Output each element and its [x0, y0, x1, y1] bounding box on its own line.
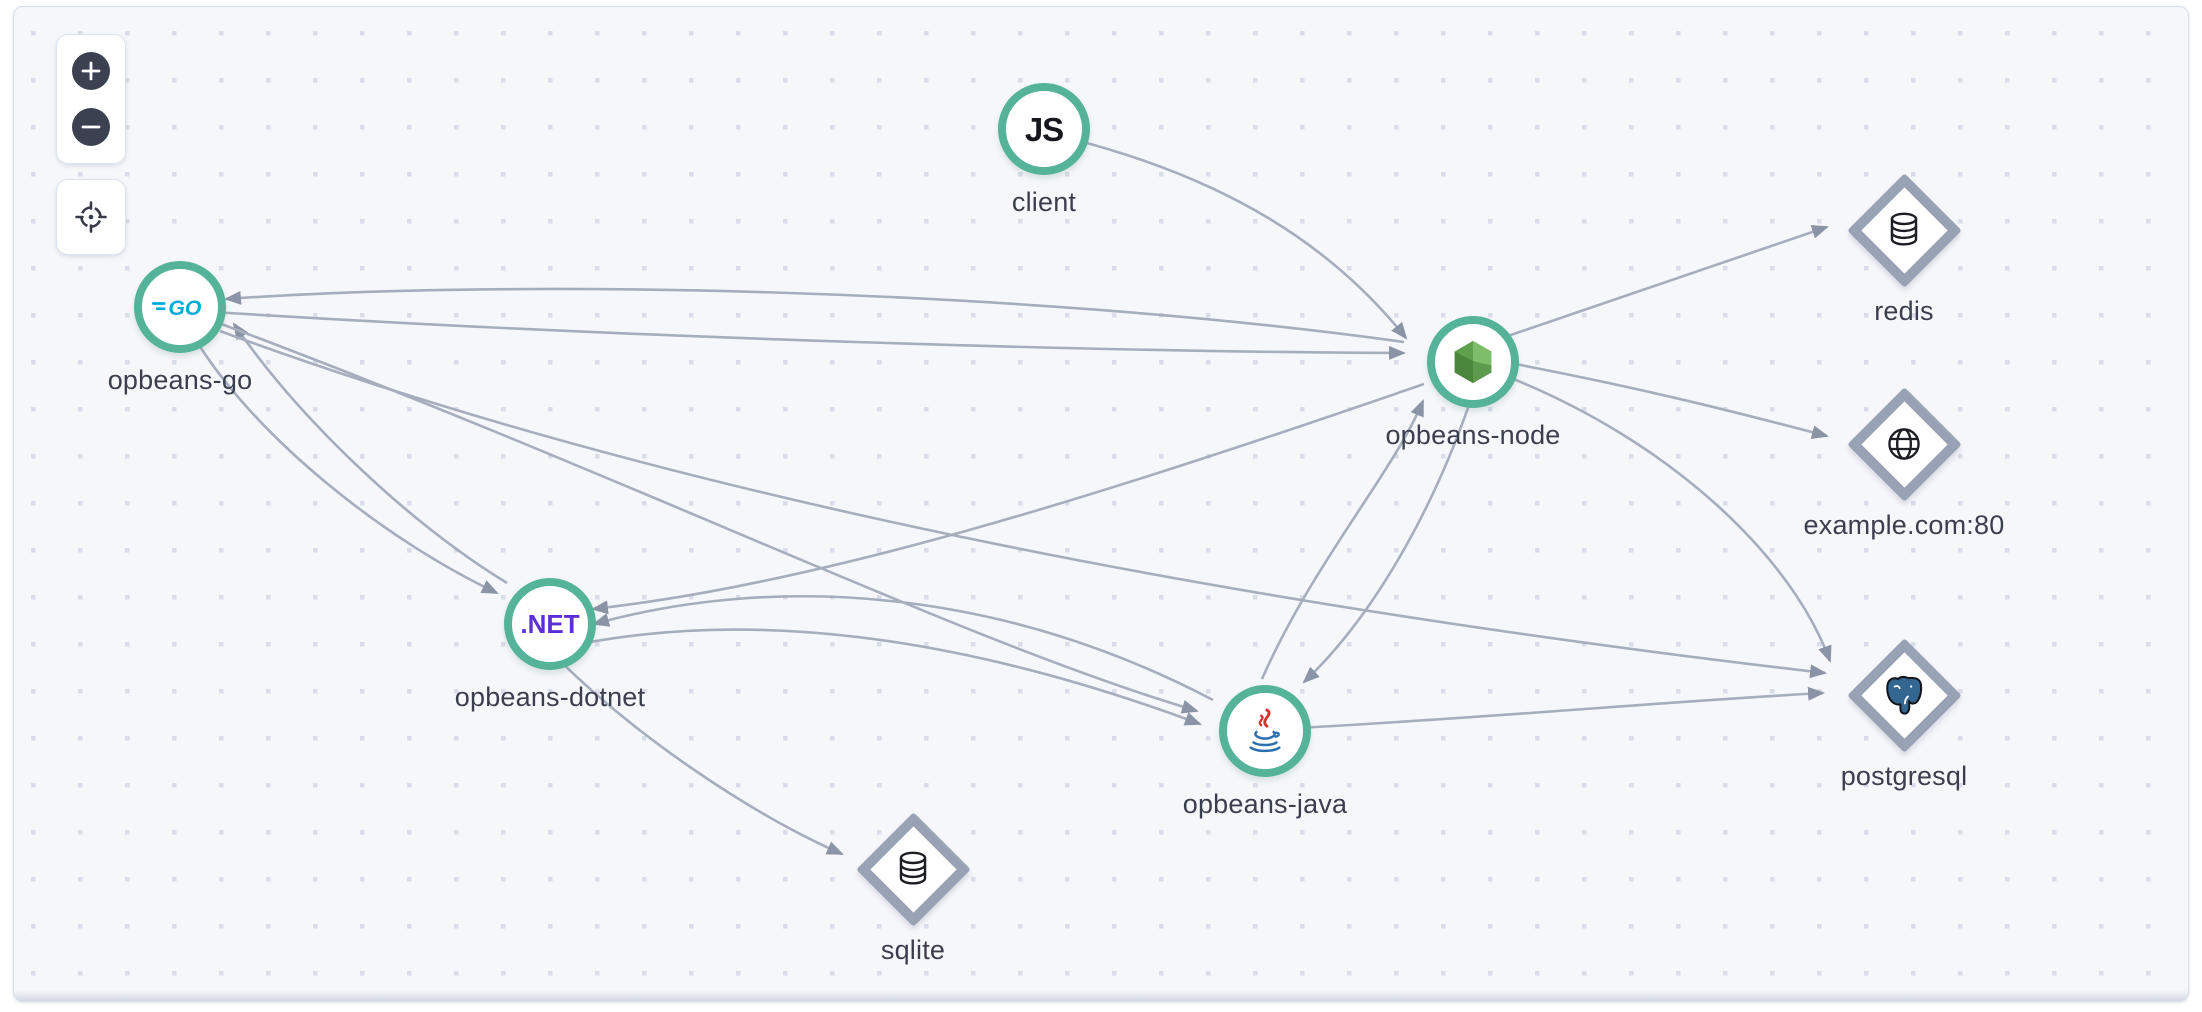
node-label-sqlite: sqlite — [880, 935, 946, 965]
node-opbeans-java[interactable] — [1219, 685, 1311, 777]
globe-icon — [1888, 428, 1920, 460]
edge-opbeans-node-to-example.com:80[interactable] — [1504, 360, 1829, 440]
node-postgresql[interactable] — [1846, 637, 1962, 753]
svg-text:GO: GO — [168, 296, 202, 320]
node-sqlite[interactable] — [855, 811, 971, 927]
node-opbeans-dotnet[interactable]: .NET — [504, 578, 596, 670]
zoom-control-panel — [56, 34, 126, 164]
database-icon — [1890, 212, 1918, 246]
edge-opbeans-java-to-opbeans-node[interactable] — [1260, 399, 1425, 680]
dotnet-icon: .NET — [520, 609, 580, 639]
plus-icon — [81, 61, 101, 81]
node-label-opbeans-dotnet: opbeans-dotnet — [454, 682, 646, 712]
edge-opbeans-dotnet-to-sqlite[interactable] — [556, 657, 844, 856]
edge-opbeans-go-to-postgresql[interactable] — [219, 329, 1827, 679]
java-icon — [1249, 708, 1281, 753]
edge-opbeans-dotnet-to-opbeans-go[interactable] — [232, 322, 508, 585]
zoom-out-button[interactable] — [72, 107, 110, 146]
node-label-opbeans-node: opbeans-node — [1385, 420, 1561, 450]
edge-opbeans-node-to-opbeans-java[interactable] — [1302, 401, 1472, 684]
go-icon: GO — [151, 296, 202, 320]
edge-opbeans-go-to-opbeans-node[interactable] — [212, 310, 1406, 360]
edge-opbeans-node-to-redis[interactable] — [1501, 225, 1829, 340]
service-map-canvas[interactable] — [14, 7, 2188, 1001]
edge-opbeans-node-to-opbeans-go[interactable] — [224, 287, 1405, 344]
service-circle: JS — [998, 83, 1090, 175]
node-client[interactable]: JS — [998, 83, 1090, 175]
database-icon — [899, 851, 927, 885]
edge-opbeans-java-to-opbeans-dotnet[interactable] — [592, 594, 1214, 702]
crosshair-icon — [75, 201, 107, 233]
node-label-postgresql: postgresql — [1840, 761, 1968, 791]
node-example.com:80[interactable] — [1846, 386, 1962, 502]
node-label-redis: redis — [1874, 296, 1934, 326]
js-icon: JS — [1024, 110, 1064, 148]
minus-icon — [81, 125, 101, 129]
edge-opbeans-node-to-opbeans-dotnet[interactable] — [591, 382, 1425, 615]
service-circle: .NET — [504, 578, 596, 670]
postgresql-icon — [1886, 675, 1923, 715]
dot-grid-background — [14, 7, 2188, 1001]
node-label-example.com:80: example.com:80 — [1803, 510, 2005, 540]
node-opbeans-go[interactable]: GO — [134, 261, 226, 353]
edge-opbeans-dotnet-to-opbeans-java[interactable] — [589, 628, 1202, 726]
center-map-button[interactable] — [67, 193, 115, 241]
service-circle — [1427, 316, 1519, 408]
node-redis[interactable] — [1846, 172, 1962, 288]
panel-bottom-shadow — [14, 990, 2188, 1001]
node-label-opbeans-go: opbeans-go — [107, 365, 253, 395]
node-label-opbeans-java: opbeans-java — [1182, 789, 1348, 819]
zoom-in-button[interactable] — [72, 52, 110, 91]
service-circle — [1219, 685, 1311, 777]
nodejs-icon — [1454, 340, 1492, 384]
center-control-panel — [56, 179, 126, 255]
node-label-client: client — [1011, 187, 1077, 217]
service-circle: GO — [134, 261, 226, 353]
edge-opbeans-node-to-postgresql[interactable] — [1500, 372, 1832, 663]
edge-opbeans-java-to-postgresql[interactable] — [1297, 686, 1825, 730]
node-opbeans-node[interactable] — [1427, 316, 1519, 408]
edge-client-to-opbeans-node[interactable] — [1071, 137, 1408, 340]
edge-opbeans-go-to-opbeans-dotnet[interactable] — [197, 344, 499, 595]
